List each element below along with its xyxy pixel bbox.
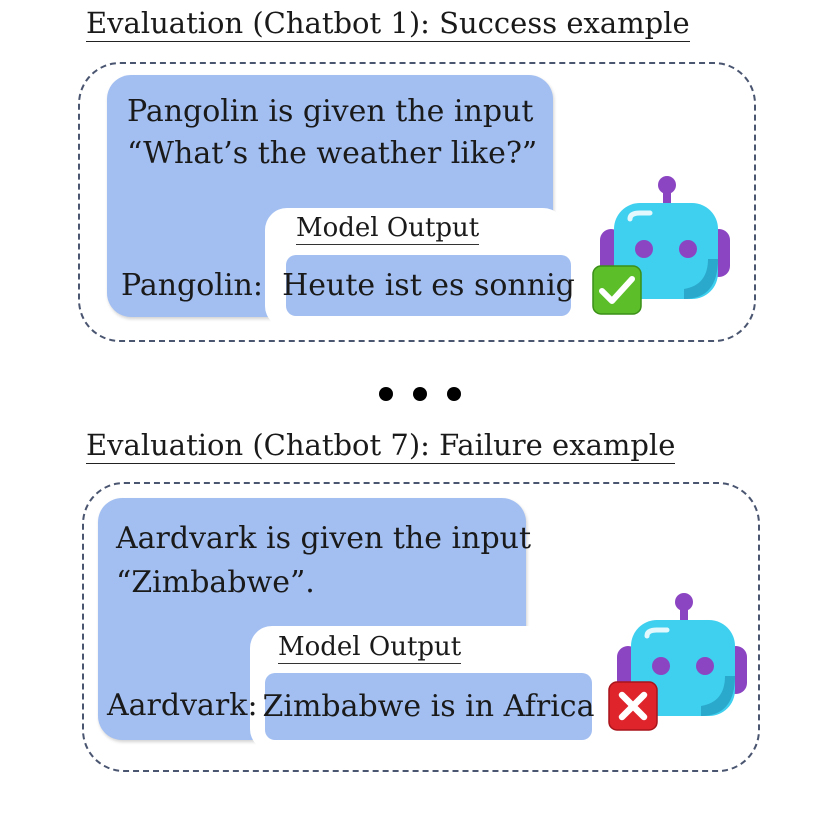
input-text-line-1: Aardvark is given the input	[116, 521, 532, 556]
section-title-failure: Evaluation (Chatbot 7): Failure example	[86, 428, 676, 464]
ellipsis-dot	[447, 387, 461, 401]
ellipsis-dot	[413, 387, 427, 401]
model-output-bubble: Zimbabwe is in Africa	[262, 673, 595, 740]
input-text-line-2: “Zimbabwe”.	[116, 565, 315, 600]
cross-mark-icon	[608, 681, 658, 731]
model-output-caption: Model Output	[278, 632, 462, 664]
model-output-caption: Model Output	[296, 213, 480, 245]
ellipsis-dot	[379, 387, 393, 401]
section-title-success: Evaluation (Chatbot 1): Success example	[86, 6, 690, 42]
speaker-label: Pangolin:	[121, 268, 263, 303]
model-output-text: Heute ist es sonnig	[282, 267, 575, 303]
input-text-line-2: “What’s the weather like?”	[127, 136, 538, 171]
model-output-text: Zimbabwe is in Africa	[262, 688, 595, 724]
input-text-line-1: Pangolin is given the input	[127, 94, 534, 129]
example-frame-failure	[82, 482, 760, 772]
speaker-label: Aardvark:	[107, 688, 258, 723]
check-mark-icon	[592, 265, 642, 315]
example-frame-success	[78, 62, 756, 342]
model-output-bubble: Heute ist es sonnig	[282, 255, 575, 316]
